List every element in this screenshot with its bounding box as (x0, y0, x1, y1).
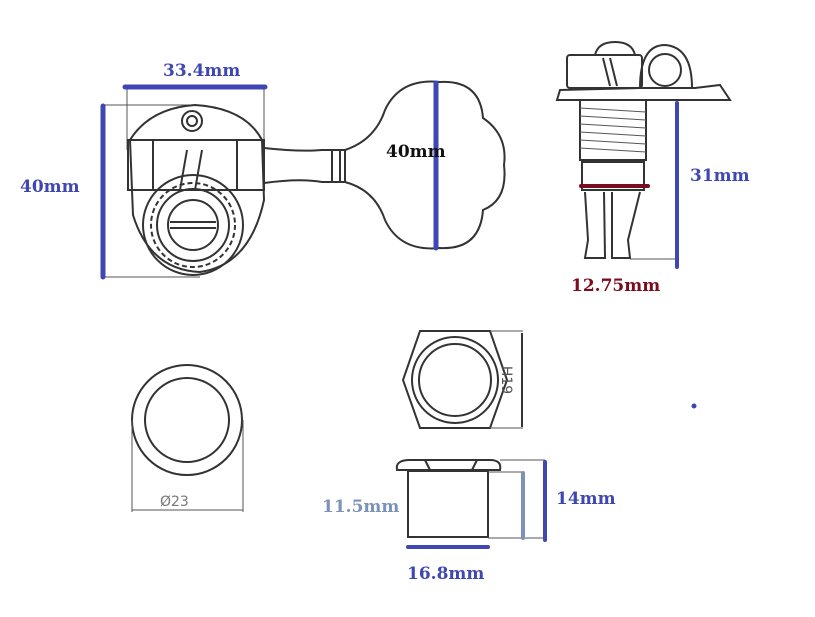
width-label: 33.4mm (163, 61, 240, 81)
screw-icon (181, 110, 203, 132)
tuner-knob (344, 80, 506, 250)
washer-diameter-label: Ø23 (160, 494, 189, 510)
gear (142, 174, 244, 276)
knob-label: 40mm (386, 142, 446, 162)
tuner-side-view (555, 40, 732, 260)
stray-dot (691, 403, 697, 409)
side-height-label: 31mm (690, 166, 750, 186)
hex-nut-side-view (395, 459, 545, 539)
total-height-label: 14mm (556, 489, 616, 509)
hex-size-label: H19 (498, 366, 514, 394)
washer-view (131, 364, 244, 512)
nut-width-label: 16.8mm (407, 564, 484, 584)
side-diameter-label: 12.75mm (571, 276, 660, 296)
height-label: 40mm (20, 177, 80, 197)
tuner-front-view (103, 80, 506, 278)
body-height-label: 11.5mm (322, 497, 399, 517)
hex-nut-top-view (401, 330, 523, 429)
